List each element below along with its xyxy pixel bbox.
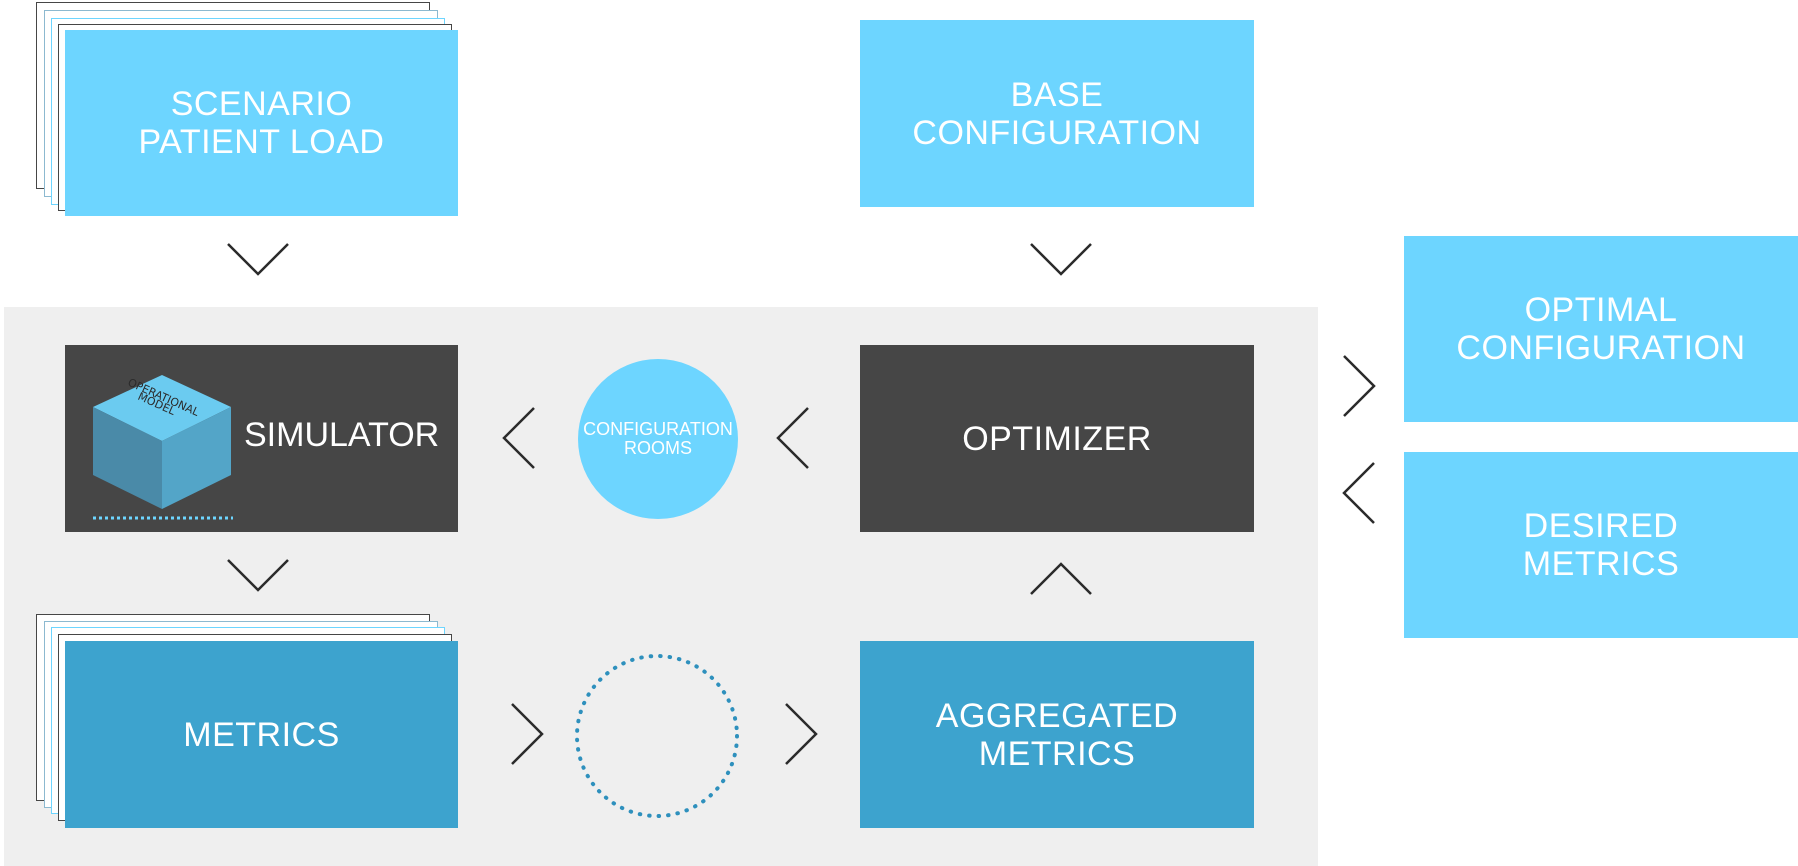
chevron-left-icon (1342, 462, 1375, 524)
chevron-down-icon (1030, 243, 1092, 276)
aggregated-metrics-box: AGGREGATED METRICS (860, 641, 1254, 828)
dotted-circle (575, 654, 739, 818)
config-rooms-line-2: ROOMS (623, 438, 692, 458)
scenario-patient-load-box: SCENARIO PATIENT LOAD (65, 30, 458, 216)
chevron-right-icon (1343, 355, 1376, 417)
simulator-label: SIMULATOR (244, 416, 440, 454)
metrics-label: METRICS (183, 715, 340, 754)
chevron-right-icon (511, 703, 544, 765)
configuration-rooms-circle: CONFIGURATION ROOMS (578, 359, 738, 519)
base-config-line-2: CONFIGURATION (912, 113, 1202, 152)
base-config-line-1: BASE (1010, 75, 1104, 114)
chevron-right-icon (785, 703, 818, 765)
metrics-box: METRICS (65, 641, 458, 828)
optimizer-label: OPTIMIZER (962, 419, 1152, 458)
chevron-down-icon (227, 243, 289, 276)
chevron-left-icon (502, 407, 535, 469)
desired-metrics-line-1: DESIRED (1523, 507, 1679, 545)
optimal-configuration-box: OPTIMAL CONFIGURATION (1404, 236, 1798, 422)
optimal-config-line-1: OPTIMAL (1524, 291, 1678, 329)
aggregated-metrics-line-2: METRICS (978, 734, 1136, 773)
scenario-line-1: SCENARIO (170, 85, 353, 123)
operational-model-cube-icon: OPERATIONAL MODEL (93, 375, 233, 520)
chevron-down-icon (227, 559, 289, 592)
desired-metrics-box: DESIRED METRICS (1404, 452, 1798, 638)
aggregated-metrics-line-1: AGGREGATED (935, 696, 1179, 735)
scenario-line-2: PATIENT LOAD (138, 123, 385, 161)
base-configuration-box: BASE CONFIGURATION (860, 20, 1254, 207)
config-rooms-line-1: CONFIGURATION (583, 419, 733, 439)
optimizer-box: OPTIMIZER (860, 345, 1254, 532)
chevron-up-icon (1030, 562, 1092, 595)
chevron-left-icon (776, 407, 809, 469)
optimal-config-line-2: CONFIGURATION (1456, 329, 1746, 367)
desired-metrics-line-2: METRICS (1522, 545, 1680, 583)
